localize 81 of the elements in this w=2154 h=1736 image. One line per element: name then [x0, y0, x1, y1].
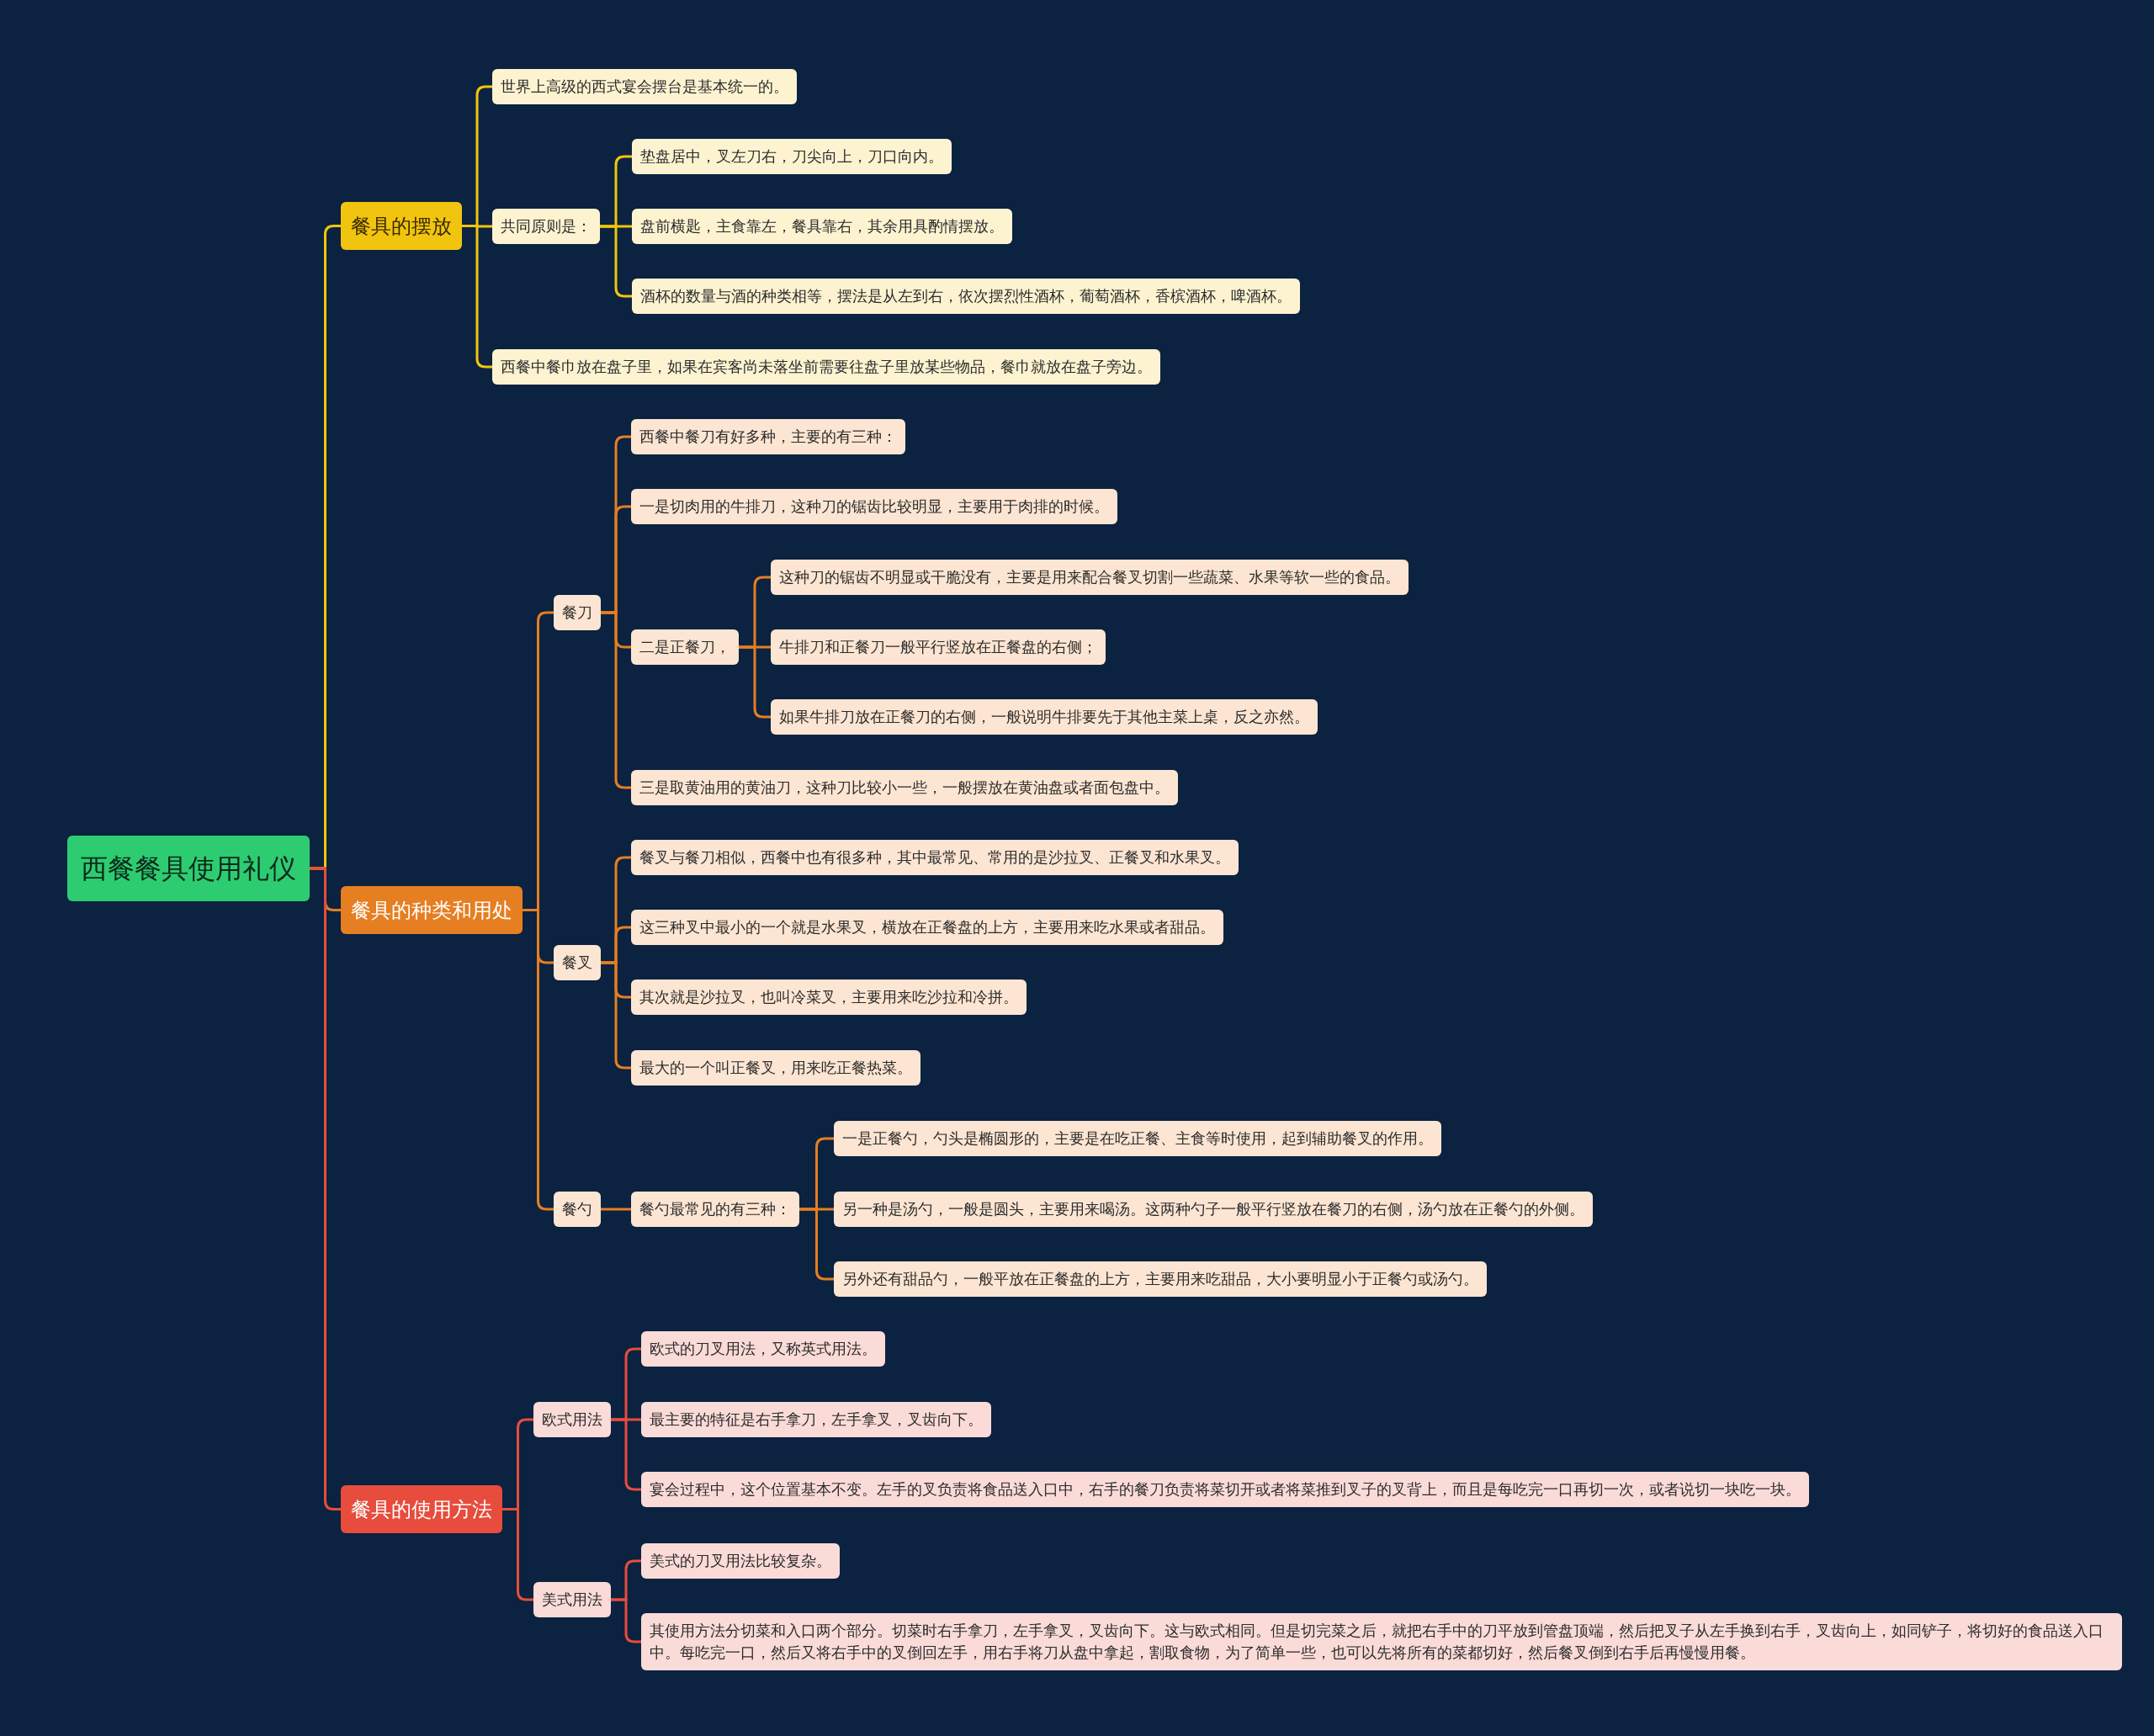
- connector-line: [502, 1508, 533, 1601]
- topic-text: 餐叉与餐刀相似，西餐中也有很多种，其中最常见、常用的是沙拉叉、正餐叉和水果叉。: [639, 847, 1230, 868]
- connector-line: [799, 1208, 834, 1281]
- topic-box: [771, 560, 1409, 595]
- topic-box: [67, 836, 310, 901]
- topic-box: [341, 1485, 502, 1533]
- topic-text: 其使用方法分切菜和入口两个部分。切菜时右手拿刀，左手拿叉，叉齿向下。这与欧式相同。但是切完菜之后，就把右手中的刀平放到管盘顶端，然后把叉子从左手换到右手，叉齿向上，如同铲子，将切好的食品送入口中。每吃完一口，然后又将右手中的叉倒回左手，用右手将刀从盘中拿起，割取食物，为了简单一些，也可以先将所有的菜都切好，然后餐叉倒到右手后再慢慢用餐。: [650, 1621, 2104, 1663]
- topic-box: [834, 1261, 1487, 1297]
- topic-box: [641, 1543, 840, 1579]
- topic-box: [631, 1192, 799, 1227]
- topic-box: [554, 1192, 601, 1227]
- topic-text: 西餐中餐巾放在盘子里，如果在宾客尚未落坐前需要往盘子里放某些物品，餐巾就放在盘子旁边。: [501, 357, 1152, 377]
- topic-box: [631, 419, 905, 454]
- topic-text: 最主要的特征是右手拿刀，左手拿叉，叉齿向下。: [650, 1410, 983, 1430]
- topic-text: 欧式用法: [542, 1410, 602, 1430]
- topic-text: 其次就是沙拉叉，也叫冷菜叉，主要用来吃沙拉和冷拼。: [639, 987, 1018, 1007]
- topic-text: 共同原则是：: [501, 216, 592, 236]
- topic-text: 餐叉: [562, 953, 592, 973]
- topic-box: [631, 629, 739, 665]
- topic-box: [771, 629, 1106, 665]
- topic-text: 餐刀: [562, 603, 592, 623]
- topic-box: [834, 1121, 1441, 1156]
- topic-text: 盘前横匙，主食靠左，餐具靠右，其余用具酌情摆放。: [640, 216, 1004, 236]
- topic-text: 这三种叉中最小的一个就是水果叉，横放在正餐盘的上方，主要用来吃水果或者甜品。: [639, 917, 1215, 937]
- topic-text: 餐勺最常见的有三种：: [639, 1199, 791, 1219]
- topic-box: [631, 979, 1027, 1015]
- topic-text: 三是取黄油用的黄油刀，这种刀比较小一些，一般摆放在黄油盘或者面包盘中。: [639, 778, 1170, 798]
- topic-box: [341, 886, 523, 934]
- topic-text: 二是正餐刀，: [639, 637, 730, 657]
- topic-text: 欧式的刀叉用法，又称英式用法。: [650, 1339, 877, 1359]
- topic-box: [641, 1402, 991, 1437]
- topic-text: 宴会过程中，这个位置基本不变。左手的叉负责将食品送入口中，右手的餐刀负责将菜切开或者将菜推到叉子的叉背上，而且是每吃完一口再切一次，或者说切一块吃一块。: [650, 1479, 1801, 1500]
- topic-text: 另外还有甜品勺，一般平放在正餐盘的上方，主要用来吃甜品，大小要明显小于正餐勺或汤勺。: [842, 1269, 1478, 1289]
- topic-box: [641, 1613, 2122, 1670]
- connector-line: [611, 1598, 641, 1643]
- topic-box: [492, 349, 1160, 385]
- topic-text: 餐具的使用方法: [351, 1496, 492, 1523]
- connector-line: [600, 225, 632, 298]
- topic-text: 酒杯的数量与酒的种类相等，摆法是从左到右，依次摆烈性酒杯，葡萄酒杯，香槟酒杯，啤酒杯。: [640, 286, 1292, 306]
- connector-line: [601, 611, 631, 789]
- connector-line: [523, 909, 554, 1211]
- topic-box: [631, 770, 1178, 805]
- topic-text: 这种刀的锯齿不明显或干脆没有，主要是用来配合餐叉切割一些蔬菜、水果等软一些的食品。: [779, 567, 1400, 587]
- connector-line: [601, 961, 631, 1070]
- topic-text: 美式用法: [542, 1590, 602, 1610]
- topic-text: 西餐中餐刀有好多种，主要的有三种：: [639, 427, 897, 447]
- topic-box: [341, 202, 462, 250]
- topic-box: [554, 595, 601, 630]
- topic-text: 餐具的摆放: [351, 213, 452, 240]
- topic-text: 最大的一个叫正餐叉，用来吃正餐热菜。: [639, 1058, 912, 1078]
- topic-box: [631, 840, 1239, 875]
- topic-box: [632, 139, 952, 174]
- topic-box: [533, 1582, 611, 1617]
- topic-text: 世界上高级的西式宴会摆台是基本统一的。: [501, 77, 788, 97]
- topic-box: [631, 489, 1117, 524]
- topic-text: 牛排刀和正餐刀一般平行竖放在正餐盘的右侧；: [779, 637, 1097, 657]
- topic-box: [631, 1050, 920, 1086]
- topic-text: 如果牛排刀放在正餐刀的右侧，一般说明牛排要先于其他主菜上桌，反之亦然。: [779, 707, 1309, 727]
- topic-box: [632, 209, 1012, 244]
- connector-line: [739, 645, 771, 719]
- topic-box: [834, 1192, 1593, 1227]
- topic-text: 一是切肉用的牛排刀，这种刀的锯齿比较明显，主要用于肉排的时候。: [639, 496, 1109, 517]
- topic-box: [554, 945, 601, 980]
- topic-box: [641, 1331, 885, 1367]
- connector-line: [611, 1418, 641, 1491]
- topic-text: 餐勺: [562, 1199, 592, 1219]
- topic-box: [492, 69, 797, 104]
- topic-box: [533, 1402, 611, 1437]
- topic-text: 垫盘居中，叉左刀右，刀尖向上，刀口向内。: [640, 146, 943, 167]
- topic-text: 西餐餐具使用礼仪: [81, 852, 296, 886]
- topic-box: [632, 279, 1300, 314]
- topic-box: [631, 910, 1223, 945]
- topic-box: [641, 1472, 1809, 1507]
- topic-text: 餐具的种类和用处: [351, 897, 512, 924]
- topic-text: 一是正餐勺，勺头是椭圆形的，主要是在吃正餐、主食等时使用，起到辅助餐叉的作用。: [842, 1128, 1433, 1149]
- topic-text: 另一种是汤勺，一般是圆头，主要用来喝汤。这两种勺子一般平行竖放在餐刀的右侧，汤勺放在正餐勺的外侧。: [842, 1199, 1584, 1219]
- topic-text: 美式的刀叉用法比较复杂。: [650, 1551, 831, 1571]
- topic-box: [492, 209, 600, 244]
- connector-line: [601, 1208, 631, 1211]
- connector-line: [462, 225, 492, 369]
- topic-box: [771, 699, 1318, 735]
